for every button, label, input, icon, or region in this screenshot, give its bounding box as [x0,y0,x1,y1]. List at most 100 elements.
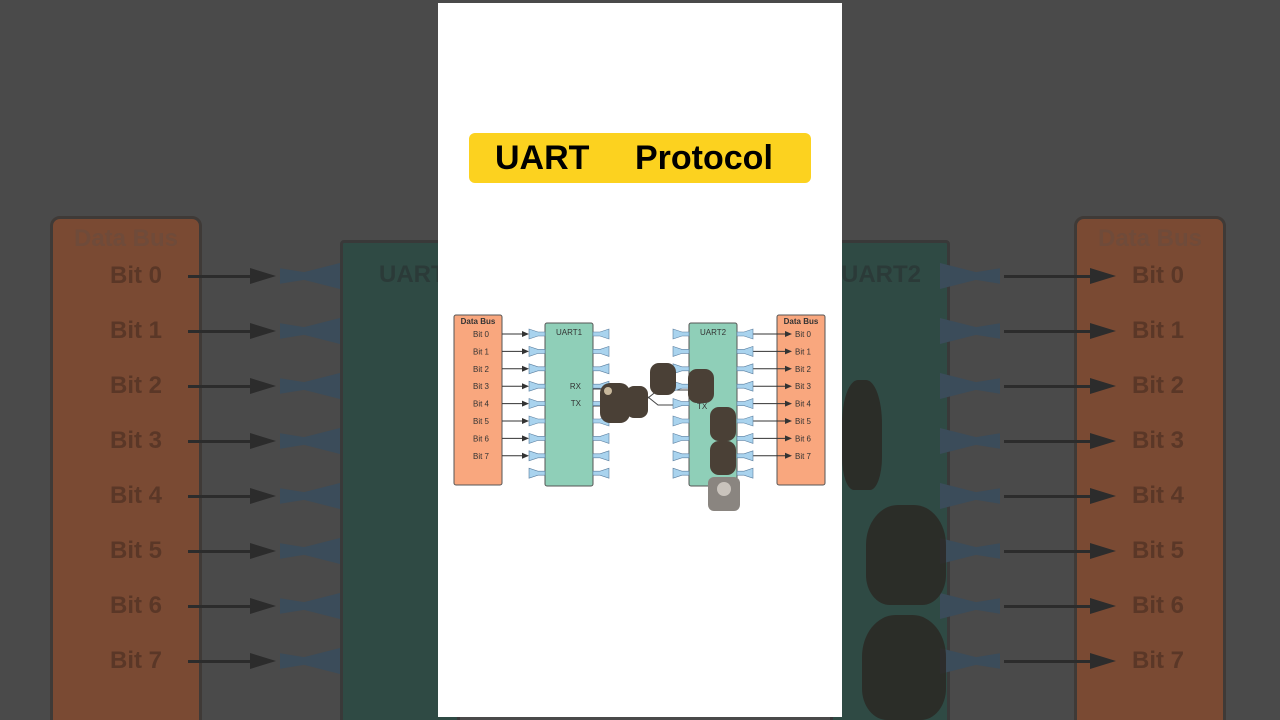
uart2-output-pin [736,467,754,479]
backdrop-left-bit-label: Bit 3 [110,427,163,454]
backdrop-right-bit-wire [1004,440,1094,443]
left-bit-label: Bit 7 [473,452,490,461]
left-bit-label: Bit 3 [473,382,490,391]
uart1-label: UART1 [556,328,583,337]
backdrop-left-bit-label: Bit 1 [110,317,163,344]
backdrop-left-bit-arrowhead [250,653,276,669]
backdrop-left-pin [280,318,340,344]
uart2-tx-label: TX [697,402,708,411]
backdrop-left-bit-wire [188,550,254,553]
uart1-input-pin [528,450,546,462]
uart1-output-pin [592,450,610,462]
uart1-input-pin [528,380,546,392]
uart1-output-pin [592,467,610,479]
left-bit-arrowhead [522,418,529,424]
left-bit-arrowhead [522,383,529,390]
backdrop-left-bit-wire [188,385,254,388]
backdrop-right-pin [940,263,1000,289]
left-data-bus-box [453,314,503,486]
title-protocol: Protocol [635,139,773,177]
backdrop-left-bit-label: Bit 0 [110,262,163,289]
right-bit-label: Bit 0 [795,330,812,339]
backdrop-right-data-bus: Data Bus [1074,216,1226,720]
backdrop-left-bit-wire [188,660,254,663]
uart2-output-pin [736,345,754,357]
right-bit-label: Bit 5 [795,417,812,426]
uart2-label: UART2 [700,328,727,337]
backdrop-right-bit-wire [1004,385,1094,388]
backdrop-left-uart-label: UART [379,261,446,288]
backdrop-left-bit-wire [188,275,254,278]
backdrop-left-pin [280,483,340,509]
cat-sticker [710,441,736,475]
backdrop-right-bus-label: Data Bus [1097,225,1203,252]
backdrop-left-data-bus: Data Bus [50,216,202,720]
cat-sticker [600,383,630,423]
backdrop-right-bit-label: Bit 3 [1132,427,1185,454]
right-bit-label: Bit 1 [795,347,812,356]
backdrop-left-bit-label: Bit 4 [110,482,163,509]
left-bit-label: Bit 1 [473,347,490,356]
left-bit-arrowhead [522,435,529,442]
backdrop-right-bit-arrowhead [1090,378,1116,394]
backdrop-left-bit-wire [188,605,254,608]
backdrop-right-bit-wire [1004,495,1094,498]
left-bit-label: Bit 4 [473,400,490,409]
right-bit-arrowhead [785,331,792,337]
uart1-input-pin [528,467,546,479]
uart2-input-pin [672,467,690,479]
right-bit-label: Bit 4 [795,400,812,409]
uart1-input-pin [528,363,546,375]
backdrop-right-bit-wire [1004,550,1094,553]
backdrop-left-pin [280,648,340,674]
backdrop-right-bit-label: Bit 5 [1132,537,1185,564]
uart1-output-pin [592,432,610,444]
uart2-input-pin [672,415,690,427]
backdrop-right-pin [940,373,1000,399]
left-bit-arrowhead [522,400,529,407]
uart2-output-pin [736,328,754,340]
right-bit-label: Bit 6 [795,434,812,443]
backdrop-left-bit-arrowhead [250,488,276,504]
right-bit-arrowhead [785,383,792,390]
left-data-bus-label: Data Bus [461,317,496,326]
backdrop-left-bit-label: Bit 6 [110,592,163,619]
right-bit-arrowhead [785,348,792,355]
backdrop-left-bit-arrowhead [250,378,276,394]
uart1-input-pin [528,398,546,410]
backdrop-right-pin [940,318,1000,344]
cat-sticker [626,386,648,418]
backdrop-right-pin [940,428,1000,454]
left-bit-arrowhead [522,331,529,337]
uart1-rx-label: RX [570,382,582,391]
backdrop-right-bit-arrowhead [1090,598,1116,614]
backdrop-cat [866,505,946,605]
uart2-output-pin [736,380,754,392]
uart1-output-pin [592,345,610,357]
backdrop-left-bit-arrowhead [250,268,276,284]
uart2-output-pin [736,432,754,444]
backdrop-left-pin [280,593,340,619]
left-bit-label: Bit 6 [473,434,490,443]
backdrop-right-bit-label: Bit 0 [1132,262,1185,289]
cat-sticker [710,407,736,441]
uart2-input-pin [672,432,690,444]
backdrop-right-pin [940,538,1000,564]
backdrop-left-pin [280,373,340,399]
uart1-output-pin [592,328,610,340]
uart2-output-pin [736,363,754,375]
backdrop-right-bit-arrowhead [1090,433,1116,449]
backdrop-left-bit-wire [188,440,254,443]
right-bit-arrowhead [785,435,792,442]
backdrop-right-pin [940,648,1000,674]
left-bit-arrowhead [522,452,529,459]
backdrop-left-bit-wire [188,495,254,498]
title-uart: UART [495,139,590,177]
backdrop-right-uart-label: UART2 [841,261,922,288]
backdrop-right-bit-wire [1004,660,1094,663]
left-bit-arrowhead [522,365,529,372]
right-bit-label: Bit 3 [795,382,812,391]
backdrop-right-bit-arrowhead [1090,653,1116,669]
backdrop-left-pin [280,428,340,454]
backdrop-right-pin [940,483,1000,509]
